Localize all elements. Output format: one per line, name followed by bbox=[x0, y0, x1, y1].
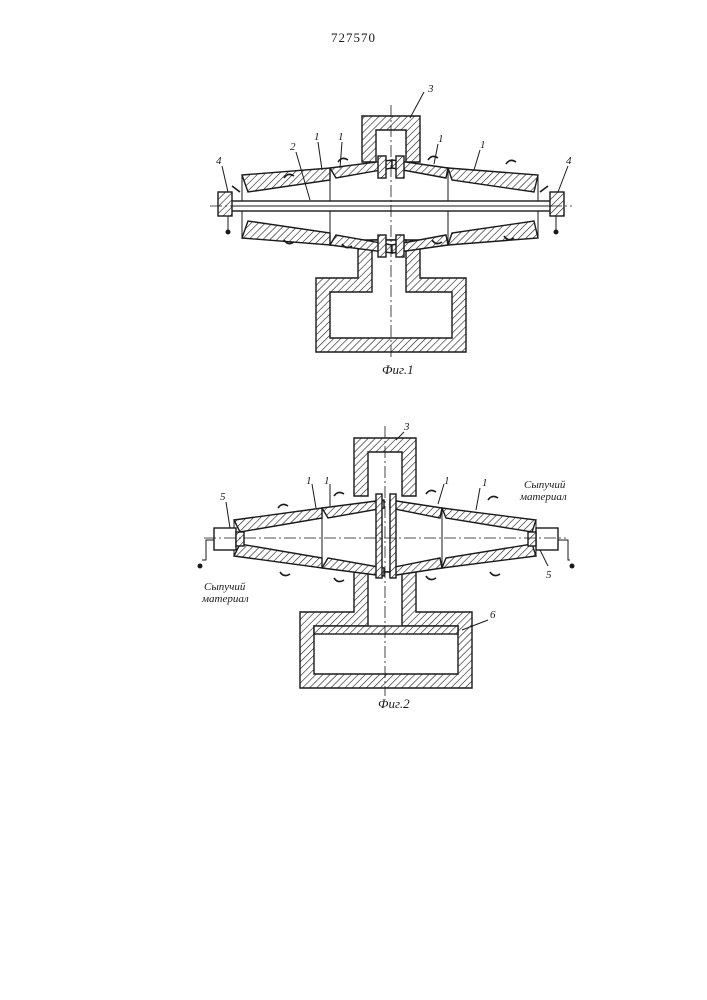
material-label-left-line2: материал bbox=[201, 593, 249, 605]
fig1-label-cone-a: 1 bbox=[314, 131, 320, 143]
fig2-label-cone-a: 1 bbox=[306, 475, 312, 487]
central-discs-2 bbox=[376, 494, 396, 578]
figure-1: 3 2 1 1 1 1 4 4 Фиг.1 bbox=[210, 83, 572, 377]
material-label-right-line2: материал bbox=[519, 491, 567, 503]
rotation-arrows-2 bbox=[278, 490, 500, 581]
fig2-label-feeder-left: 5 bbox=[220, 491, 226, 503]
fig2-label-cone-b: 1 bbox=[324, 475, 330, 487]
fig2-caption: Фиг.2 bbox=[378, 696, 410, 711]
left-electrode bbox=[218, 192, 232, 235]
fig2-label-housing: 3 bbox=[403, 421, 410, 433]
fig2-label-tank: 6 bbox=[490, 609, 496, 621]
fig1-label-cone-c: 1 bbox=[438, 133, 444, 145]
fig1-label-housing: 3 bbox=[427, 83, 434, 95]
tank-liner bbox=[314, 626, 458, 634]
fig1-caption: Фиг.1 bbox=[382, 362, 414, 377]
figure-2: 3 1 1 1 1 5 5 6 Сыпучий материал Сыпучий… bbox=[198, 421, 575, 711]
right-feeder bbox=[528, 528, 575, 569]
fig1-label-cone-d: 1 bbox=[480, 139, 486, 151]
fig2-label-cone-d: 1 bbox=[482, 477, 488, 489]
fig2-label-cone-c: 1 bbox=[444, 475, 450, 487]
right-electrode bbox=[550, 192, 564, 235]
lower-housing-2 bbox=[300, 572, 472, 688]
material-label-left-line1: Сыпучий bbox=[204, 581, 246, 593]
fig2-label-feeder-right: 5 bbox=[546, 569, 552, 581]
material-label-right-line1: Сыпучий bbox=[524, 479, 566, 491]
fig1-label-electrode-left: 4 bbox=[216, 155, 222, 167]
fig1-label-electrode-right: 4 bbox=[566, 155, 572, 167]
left-feeder bbox=[198, 528, 245, 569]
fig1-label-cone-b: 1 bbox=[338, 131, 344, 143]
fig1-label-shaft: 2 bbox=[290, 141, 296, 153]
